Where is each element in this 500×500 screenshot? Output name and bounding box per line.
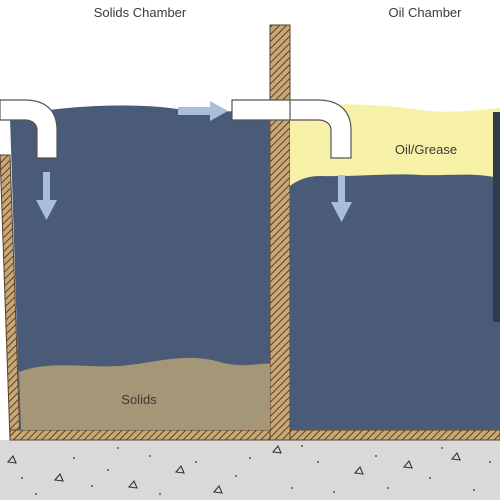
arrow-icon — [178, 101, 228, 121]
oil-grease-label: Oil/Grease — [395, 142, 457, 157]
inlet-pipe — [0, 99, 58, 159]
solids-chamber-water — [10, 105, 270, 430]
solids-layer — [19, 357, 270, 430]
arrow-icon — [36, 172, 57, 220]
ground-dots — [21, 445, 491, 495]
tank-bottom-wall — [9, 429, 500, 441]
oil-chamber-water — [290, 150, 500, 430]
solids-label: Solids — [121, 392, 157, 407]
triangle-icon — [450, 451, 461, 461]
tank-divider-wall — [269, 24, 291, 441]
triangle-icon — [353, 465, 364, 475]
triangle-icon — [212, 484, 223, 494]
triangle-icon — [127, 479, 138, 489]
baffle-plate — [493, 112, 500, 322]
triangle-icon — [174, 464, 185, 474]
ground-stones — [6, 444, 461, 494]
triangle-icon — [271, 444, 282, 454]
triangle-icon — [6, 454, 17, 464]
arrow-icon — [331, 175, 352, 222]
transfer-pipe — [231, 99, 352, 159]
triangle-icon — [53, 472, 64, 482]
ground-slab — [0, 440, 500, 500]
triangle-icon — [402, 459, 413, 469]
oil-chamber-label: Oil Chamber — [389, 5, 463, 20]
solids-chamber-label: Solids Chamber — [94, 5, 187, 20]
